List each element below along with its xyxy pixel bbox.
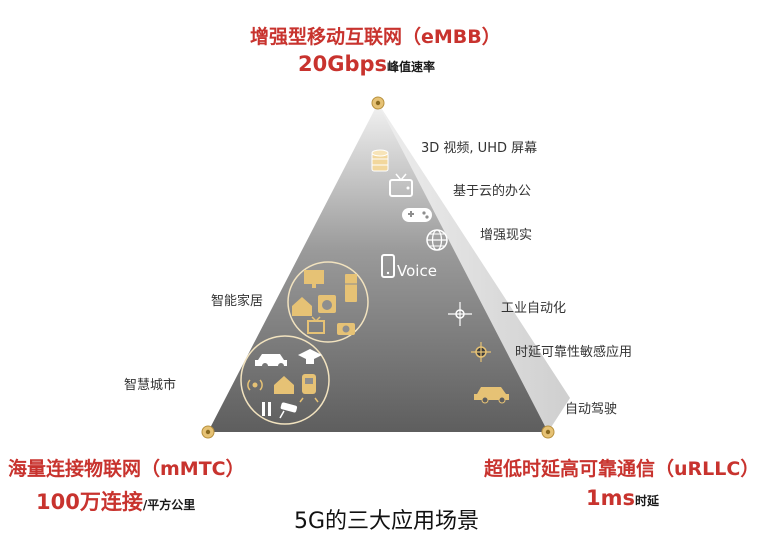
security-camera-icon	[279, 402, 298, 419]
embb-metric: 20Gbps峰值速率	[298, 52, 435, 76]
embb-metric-unit: 峰值速率	[387, 60, 436, 74]
fridge-icon	[345, 274, 357, 302]
label-ar: 增强现实	[480, 228, 533, 243]
monitor-icon	[304, 270, 324, 288]
small-tv-icon	[307, 316, 325, 334]
label-reliable-apps: 时延可靠性敏感应用	[515, 345, 633, 360]
embb-metric-value: 20Gbps	[298, 52, 388, 76]
mmtc-metric-unit: /平方公里	[142, 498, 196, 512]
smart-city-icon-group	[240, 335, 330, 425]
tv-icon	[389, 173, 413, 197]
diagram-caption: 5G的三大应用场景	[294, 509, 480, 534]
vertex-marker-left	[201, 425, 215, 439]
phone-icon	[381, 254, 395, 278]
label-industrial-automation: 工业自动化	[501, 301, 567, 316]
industrial-robot-icon	[448, 302, 472, 326]
train-icon	[299, 374, 319, 403]
globe-icon	[426, 229, 448, 251]
urllc-metric-unit: 时延	[635, 494, 660, 508]
mmtc-metric: 100万连接/平方公里	[36, 486, 195, 516]
vertex-marker-right	[541, 425, 555, 439]
label-cloud-office: 基于云的办公	[453, 184, 532, 199]
mmtc-title: 海量连接物联网（mMTC）	[8, 458, 245, 480]
mmtc-metric-value: 100万连接	[36, 490, 143, 514]
car-icon	[474, 387, 509, 404]
city-car-icon	[255, 354, 287, 369]
label-autonomous-driving: 自动驾驶	[565, 402, 618, 417]
home-icon	[292, 297, 312, 316]
washer-icon	[318, 295, 336, 313]
pyramid-side-face	[378, 103, 570, 432]
parking-icon	[262, 402, 271, 416]
label-smart-city: 智慧城市	[124, 378, 177, 393]
smart-home-icon-group	[287, 261, 369, 343]
embb-title: 增强型移动互联网（eMBB）	[250, 26, 501, 48]
gamepad-icon	[402, 208, 432, 222]
house-icon	[274, 376, 294, 394]
urllc-metric-value: 1ms	[586, 486, 635, 510]
label-smart-home: 智能家居	[211, 294, 264, 309]
pyramid-front-face	[208, 103, 548, 432]
label-3d-video: 3D 视频, UHD 屏幕	[421, 141, 538, 156]
vertex-marker-top	[371, 96, 385, 110]
database-icon	[371, 149, 389, 172]
urllc-title: 超低时延高可靠通信（uRLLC）	[484, 458, 760, 480]
graduation-cap-icon	[298, 349, 322, 364]
camera-icon	[337, 323, 355, 335]
voice-label: Voice	[397, 262, 437, 280]
sensor-icon	[471, 342, 491, 362]
signal-icon	[247, 379, 263, 391]
urllc-metric: 1ms时延	[586, 486, 659, 510]
